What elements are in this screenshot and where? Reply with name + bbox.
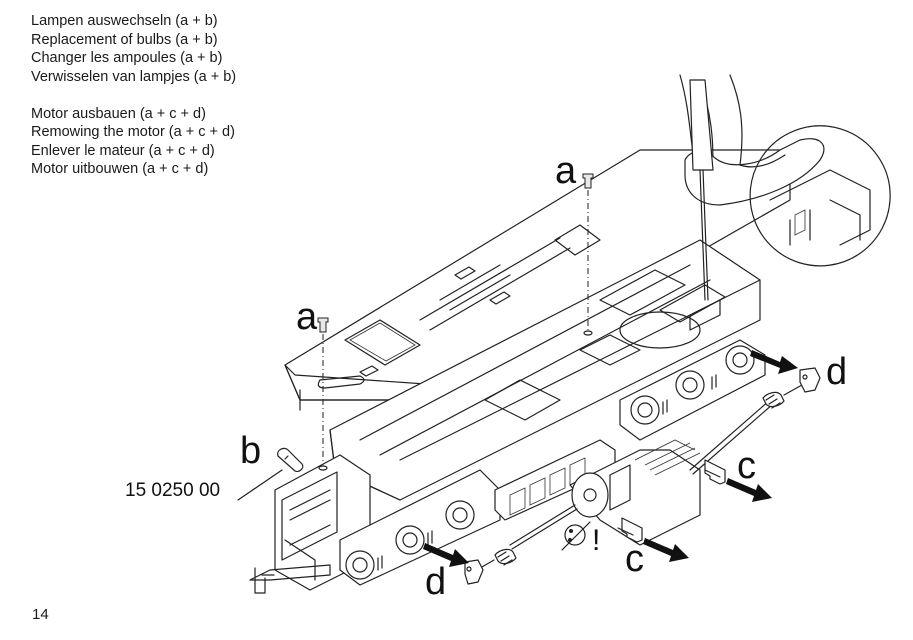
instruction-line-fr: Changer les ampoules (a + b): [31, 50, 223, 66]
instructions: Lampen auswechseln (a + b) Replacement o…: [31, 12, 236, 179]
clip-d-right: [799, 367, 821, 393]
cover-plate: [284, 149, 791, 416]
instruction-line-de: Motor ausbauen (a + c + d): [31, 105, 206, 122]
instruction-line-de: Lampen auswechseln (a + b): [31, 13, 218, 29]
screw-icon: [317, 173, 594, 333]
instruction-line-nl: Motor uitbouwen (a + c + d): [31, 161, 209, 177]
instruction-line-en: Replacement of bulbs (a + b): [31, 31, 218, 48]
bogie-rear: [619, 339, 766, 441]
callout-a-left: a: [296, 296, 318, 338]
warning-mark: !: [592, 524, 601, 557]
drive-shaft-left: [481, 504, 578, 568]
callout-b: b: [240, 430, 262, 472]
instruction-line-fr: Enlever le mateur (a + c + d): [31, 142, 215, 159]
page-number: 14: [32, 606, 49, 623]
callout-c-bottom: c: [625, 538, 644, 580]
part-number-leader-line: [237, 469, 283, 501]
instruction-line-en: Remowing the motor (a + c + d): [31, 124, 235, 140]
bulb-part-number: 15 0250 00: [125, 480, 221, 501]
motor-icon: [569, 439, 701, 546]
screwdriver-icon: [689, 79, 714, 301]
callout-a-top: a: [555, 150, 577, 192]
arrow-icon: [423, 350, 798, 567]
clip-c-right: [704, 459, 726, 485]
no-oil-warning-icon: [561, 521, 591, 551]
bogie-front: [339, 469, 501, 586]
callout-d-bottom: d: [425, 561, 447, 603]
clip-d-bottom: [464, 559, 484, 585]
clip-c-bottom: [617, 517, 643, 543]
motor-removal-instructions: Motor ausbauen (a + c + d) Remowing the …: [31, 105, 236, 179]
callout-c-right: c: [737, 445, 756, 487]
bulb-replacement-instructions: Lampen auswechseln (a + b) Replacement o…: [31, 12, 236, 86]
instruction-line-nl: Verwisselen van lampjes (a + b): [31, 68, 237, 85]
callout-d-right: d: [826, 351, 848, 393]
magnified-detail: [749, 125, 891, 267]
bulb-icon: [277, 447, 304, 473]
